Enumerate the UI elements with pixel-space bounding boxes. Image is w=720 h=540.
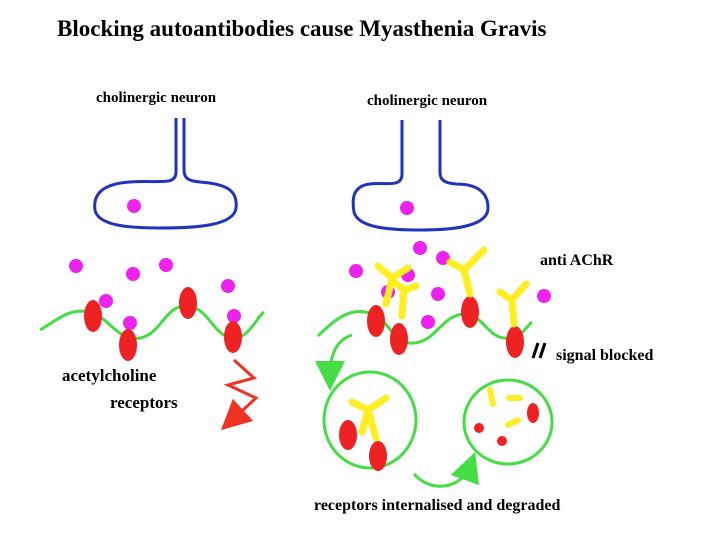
acetylcholine-vesicle-left — [127, 199, 141, 213]
receptor — [390, 323, 408, 355]
lysosome-vesicle — [462, 378, 554, 466]
antibodies-bound — [374, 246, 530, 328]
degradation-arrow — [412, 451, 479, 488]
receptor — [369, 441, 387, 471]
acetylcholine-molecule — [159, 258, 173, 272]
blocked-mark — [531, 342, 547, 359]
acetylcholine-vesicle-right — [400, 201, 414, 215]
receptor — [84, 300, 102, 332]
internalisation-arrow — [315, 333, 353, 391]
receptor — [367, 305, 385, 337]
receptor-fragment — [527, 403, 539, 423]
label-signal-blocked: signal blocked — [556, 347, 654, 364]
antibody-yshape — [348, 394, 390, 442]
endocytic-vesicle — [322, 370, 418, 470]
label-cholinergic-neuron-right: cholinergic neuron — [367, 93, 488, 109]
antibody-yshape — [496, 280, 530, 328]
acetylcholine-molecule — [227, 309, 241, 323]
label-receptors: receptors — [110, 393, 178, 412]
antibody-yshape — [390, 278, 420, 320]
acetylcholine-molecule — [221, 279, 235, 293]
label-cholinergic-neuron-left: cholinergic neuron — [96, 90, 217, 106]
receptor — [461, 296, 479, 328]
receptor-fragment — [497, 436, 507, 446]
receptor — [506, 326, 524, 358]
acetylcholine-molecule — [99, 294, 113, 308]
label-anti-achr: anti AChR — [540, 252, 614, 269]
postsynaptic-membrane-right — [316, 309, 533, 345]
acetylcholine-molecule — [69, 259, 83, 273]
receptors-left — [84, 287, 242, 361]
acetylcholine-molecule — [431, 287, 445, 301]
neuron-terminal-left — [93, 118, 238, 230]
receptor — [179, 287, 197, 319]
signal-arrow — [220, 358, 259, 431]
slide-title: Blocking autoantibodies cause Myasthenia… — [57, 16, 547, 41]
acetylcholine-molecule — [123, 316, 137, 330]
acetylcholine-molecule — [537, 289, 551, 303]
antibody-yshape — [446, 246, 488, 298]
acetylcholine-molecule — [436, 251, 450, 265]
receptor — [339, 420, 357, 450]
acetylcholine-molecule — [413, 241, 427, 255]
label-receptors-internalised: receptors internalised and degraded — [314, 497, 561, 514]
receptor — [119, 329, 137, 361]
receptor — [224, 321, 242, 353]
acetylcholine-molecule — [349, 264, 363, 278]
receptors-right — [367, 296, 524, 358]
neuron-terminal-right — [351, 120, 490, 232]
label-acetylcholine: acetylcholine — [62, 366, 157, 385]
degraded-fragments — [474, 387, 539, 446]
acetylcholine-molecule — [126, 267, 140, 281]
internalised-receptor-complex — [339, 394, 390, 471]
acetylcholine-molecule — [421, 315, 435, 329]
acetylcholine-molecules-left — [69, 258, 241, 330]
receptor-fragment — [474, 423, 484, 433]
